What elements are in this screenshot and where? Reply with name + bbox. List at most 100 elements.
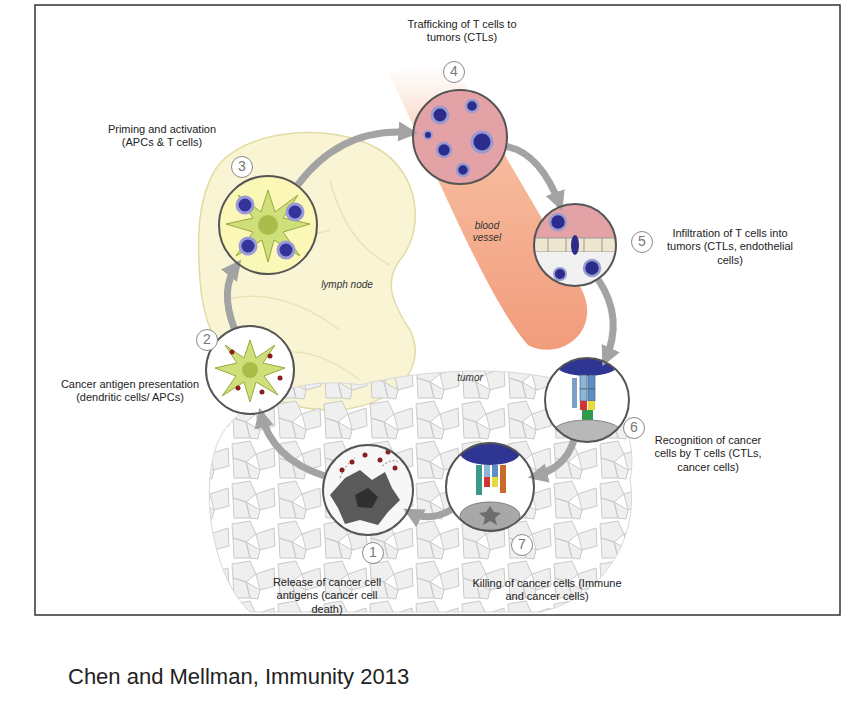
antigen-dot (230, 350, 235, 355)
tcr-chain (588, 389, 595, 401)
antigen-dot (340, 468, 345, 473)
antigen-dot (260, 390, 265, 395)
step-label: Priming and activation (APCs & T cells) (92, 123, 232, 150)
step-circle: 5Infiltration of T cells into tumors (CT… (533, 203, 617, 287)
step-circle: 3Priming and activation (APCs & T cells) (218, 175, 318, 275)
cancer-cell (330, 470, 400, 525)
priming-panel (219, 176, 317, 274)
antigen-dot (378, 458, 383, 463)
antigen-dot (278, 376, 283, 381)
tcr-chain (580, 375, 587, 389)
nucleus (258, 215, 278, 235)
release-trace (340, 458, 398, 478)
cycle-arrow (298, 132, 412, 185)
mhc (580, 401, 587, 410)
region-label: blood vessel (467, 220, 507, 244)
step-circle: 4Trafficking of T cells to tumors (CTLs) (412, 89, 508, 185)
receptor (492, 477, 498, 487)
receptor (492, 465, 498, 477)
step-circle: 1Release of cancer cell antigens (cancer… (322, 444, 414, 536)
t-cell (240, 238, 256, 254)
antigen-dot (393, 466, 398, 471)
step-circle: 7Killing of cancer cells (Immune and can… (445, 442, 535, 532)
cycle-arrow (507, 147, 560, 206)
circle-bg (413, 90, 507, 184)
callout-number: 2 (196, 329, 218, 351)
t-cell (460, 441, 520, 465)
step-circle: 6Recognition of cancer cells by T cells … (544, 357, 630, 443)
step-label: Killing of cancer cells (Immune and canc… (472, 577, 622, 604)
t-cell (550, 214, 566, 230)
blood-vessel (388, 62, 587, 350)
cycle-arrow (598, 280, 613, 361)
migrating-t-cell (571, 235, 579, 255)
receptor (484, 465, 490, 477)
vessel-lumen (530, 200, 620, 238)
dying-nucleus (479, 506, 501, 525)
callout-number: 6 (623, 417, 645, 439)
cycle-arrow (409, 510, 452, 517)
nucleus (242, 362, 258, 378)
receptor (484, 477, 490, 487)
receptor (500, 465, 506, 493)
antigen-dot (350, 460, 355, 465)
dying-cancer-cell (323, 445, 413, 535)
step-circle: 2Cancer antigen presentation (dendritic … (205, 325, 295, 415)
step-label: Cancer antigen presentation (dendritic c… (60, 378, 200, 405)
callout-number: 5 (631, 231, 653, 253)
dendritic-cell (226, 190, 310, 262)
callout-number: 4 (443, 61, 465, 83)
region-label: lymph node (312, 279, 382, 291)
circle-bg (323, 445, 413, 535)
t-cell (466, 100, 478, 112)
t-cell (555, 352, 619, 376)
antigen-dot (386, 450, 391, 455)
circle-bg (219, 176, 317, 274)
circle-bg (206, 326, 294, 414)
cycle-arrow (261, 414, 324, 476)
callout-number: 7 (511, 534, 533, 556)
tcr-chain (588, 375, 595, 389)
receptor (476, 465, 482, 495)
step-label: Trafficking of T cells to tumors (CTLs) (407, 18, 517, 45)
recognition-panel (545, 352, 629, 444)
step-label: Infiltration of T cells into tumors (CTL… (660, 227, 800, 267)
cancer-cell (553, 420, 621, 444)
infiltration-panel (530, 200, 620, 292)
lymph-node (199, 133, 416, 410)
t-cell (424, 131, 432, 139)
callout-number: 3 (231, 156, 253, 178)
frame (35, 5, 840, 615)
antigen-dot (236, 386, 241, 391)
antigen-dot (268, 354, 273, 359)
t-cell (554, 268, 566, 280)
mhc (582, 410, 593, 420)
step-label: Release of cancer cell antigens (cancer … (265, 576, 390, 616)
coreceptor (572, 378, 577, 408)
t-cell (278, 242, 294, 258)
t-cell (584, 260, 600, 276)
trafficking-panel (413, 90, 507, 184)
callout-number: 1 (362, 542, 384, 564)
tcr-chain (580, 389, 587, 401)
t-cell (432, 107, 448, 123)
nucleus (355, 488, 378, 508)
cycle-arrow (534, 441, 574, 477)
mhc (588, 401, 595, 410)
dendritic-cell-panel (206, 326, 294, 414)
t-cell (472, 132, 492, 152)
antigen-dot (363, 453, 368, 458)
caption: Chen and Mellman, Immunity 2013 (68, 664, 409, 690)
t-cell (287, 204, 303, 220)
t-cell (457, 164, 469, 176)
region-label: tumor (450, 372, 490, 384)
killing-panel (446, 441, 534, 531)
dendritic-cell (215, 340, 285, 402)
cycle-arrow (227, 265, 237, 328)
t-cell (437, 143, 451, 157)
t-cell (237, 197, 253, 213)
cancer-cell (460, 502, 520, 530)
